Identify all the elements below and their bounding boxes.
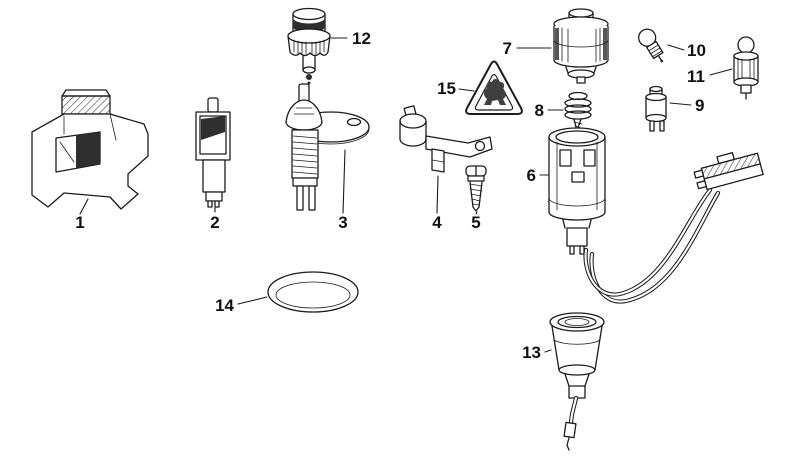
part-6-label: 6 bbox=[527, 166, 536, 185]
part-7-drawing bbox=[553, 8, 609, 84]
part-5-leader bbox=[475, 211, 478, 215]
part-9-leader bbox=[669, 102, 692, 106]
part-15-drawing bbox=[465, 60, 523, 115]
part-9-label: 9 bbox=[695, 96, 704, 115]
harness-cable bbox=[583, 187, 721, 304]
part-10-label: 10 bbox=[687, 41, 706, 60]
part-15-leader bbox=[458, 88, 475, 92]
part-13-leader bbox=[544, 349, 552, 353]
part-8-label: 8 bbox=[535, 101, 544, 120]
part-3-drawing bbox=[285, 83, 370, 211]
part-4-drawing bbox=[399, 105, 493, 173]
part-3-label: 3 bbox=[338, 213, 347, 232]
part-3-leader bbox=[342, 149, 346, 214]
part-5-drawing bbox=[465, 165, 487, 212]
part-11-drawing bbox=[733, 36, 759, 100]
part-8-drawing bbox=[564, 91, 592, 132]
part-1-leader bbox=[79, 198, 89, 215]
part-13-label: 13 bbox=[522, 343, 541, 362]
part-12-label: 12 bbox=[352, 29, 371, 48]
part-13-drawing bbox=[549, 312, 605, 451]
part-14-label: 14 bbox=[215, 296, 234, 315]
part-7-label: 7 bbox=[503, 39, 512, 58]
part-9-drawing bbox=[645, 85, 667, 132]
part-1-drawing bbox=[31, 89, 149, 210]
part-11-leader bbox=[709, 68, 733, 76]
part-4-leader bbox=[436, 175, 439, 214]
part-2-drawing bbox=[195, 97, 231, 208]
part-11-label: 11 bbox=[687, 67, 705, 86]
part-2-label: 2 bbox=[210, 213, 219, 232]
part-14-drawing bbox=[267, 271, 359, 313]
part-5-label: 5 bbox=[471, 213, 480, 232]
part-12-drawing bbox=[287, 7, 331, 85]
part-10-leader bbox=[667, 44, 685, 51]
part-14-leader bbox=[237, 296, 268, 305]
part-6-drawing bbox=[548, 127, 606, 255]
part-10-drawing bbox=[638, 28, 664, 63]
part-1-label: 1 bbox=[75, 213, 84, 232]
part-4-label: 4 bbox=[432, 213, 442, 232]
emblem-figure-icon bbox=[484, 79, 506, 105]
harness-connector-drawing bbox=[693, 152, 764, 191]
part-15-label: 15 bbox=[437, 79, 456, 98]
